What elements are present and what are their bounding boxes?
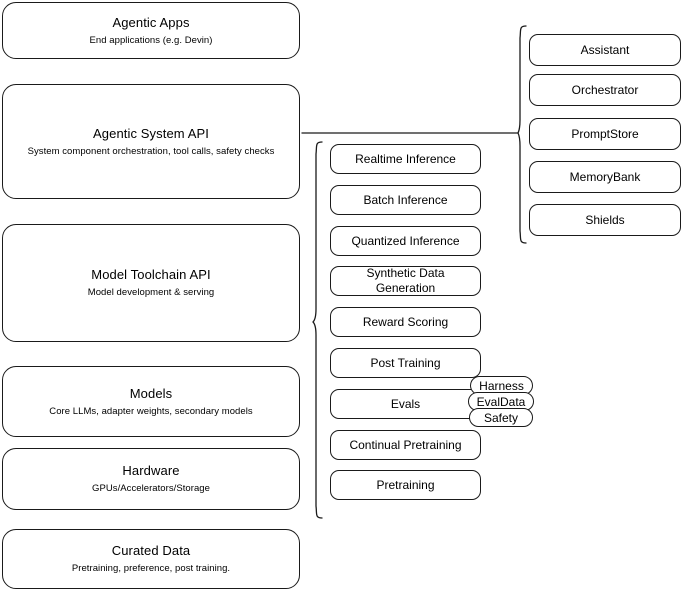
layer-subtitle: System component orchestration, tool cal… — [27, 145, 275, 157]
layer-subtitle: End applications (e.g. Devin) — [89, 34, 213, 46]
eval-badge-label: Safety — [483, 410, 519, 425]
components-brace — [517, 25, 527, 244]
layer-curated-data[interactable]: Curated Data Pretraining, preference, po… — [2, 529, 300, 589]
capability-quantized-inference[interactable]: Quantized Inference — [330, 226, 481, 256]
layer-subtitle: Pretraining, preference, post training. — [71, 563, 231, 574]
layer-subtitle: GPUs/Accelerators/Storage — [92, 483, 210, 494]
layer-title: Agentic System API — [93, 125, 209, 141]
component-label: Orchestrator — [571, 82, 639, 97]
eval-badge-label: EvalData — [476, 394, 526, 409]
capability-synthetic-data-generation[interactable]: Synthetic Data Generation — [330, 266, 481, 296]
component-orchestrator[interactable]: Orchestrator — [529, 74, 681, 106]
layer-subtitle: Model development & serving — [87, 287, 215, 298]
capability-label: Evals — [390, 396, 421, 411]
layer-subtitle: Core LLMs, adapter weights, secondary mo… — [49, 405, 253, 417]
capability-reward-scoring[interactable]: Reward Scoring — [330, 307, 481, 337]
capability-label: Continual Pretraining — [349, 437, 462, 452]
capability-pretraining[interactable]: Pretraining — [330, 470, 481, 500]
capability-evals[interactable]: Evals — [330, 389, 481, 419]
layer-title: Curated Data — [111, 543, 191, 558]
eval-badge-label: Harness — [479, 378, 524, 393]
capability-label: Batch Inference — [363, 192, 448, 207]
layer-title: Models — [129, 385, 173, 401]
capability-label: Synthetic Data Generation — [366, 266, 445, 295]
capability-batch-inference[interactable]: Batch Inference — [330, 185, 481, 215]
capability-label: Pretraining — [376, 477, 435, 492]
capability-label: Post Training — [370, 355, 441, 370]
eval-badge-safety[interactable]: Safety — [469, 408, 533, 427]
capability-label: Quantized Inference — [351, 233, 460, 248]
capability-realtime-inference[interactable]: Realtime Inference — [330, 144, 481, 174]
component-memorybank[interactable]: MemoryBank — [529, 161, 681, 193]
layer-hardware[interactable]: Hardware GPUs/Accelerators/Storage — [2, 448, 300, 510]
capability-post-training[interactable]: Post Training — [330, 348, 481, 378]
layer-agentic-apps[interactable]: Agentic Apps End applications (e.g. Devi… — [2, 2, 300, 59]
layer-title: Hardware — [122, 463, 180, 478]
component-shields[interactable]: Shields — [529, 204, 681, 236]
capability-continual-pretraining[interactable]: Continual Pretraining — [330, 430, 481, 460]
component-assistant[interactable]: Assistant — [529, 34, 681, 66]
layer-agentic-system-api[interactable]: Agentic System API System component orch… — [2, 84, 300, 199]
layer-models[interactable]: Models Core LLMs, adapter weights, secon… — [2, 366, 300, 437]
capability-label: Reward Scoring — [362, 314, 449, 329]
component-promptstore[interactable]: PromptStore — [529, 118, 681, 150]
layer-title: Agentic Apps — [112, 14, 190, 30]
layer-title: Model Toolchain API — [91, 267, 211, 282]
component-label: Shields — [585, 212, 625, 227]
component-label: PromptStore — [571, 126, 639, 141]
component-label: MemoryBank — [569, 169, 641, 184]
toolchain-brace — [312, 141, 323, 519]
capability-label: Realtime Inference — [355, 151, 456, 166]
component-label: Assistant — [580, 42, 630, 57]
layer-model-toolchain-api[interactable]: Model Toolchain API Model development & … — [2, 224, 300, 342]
